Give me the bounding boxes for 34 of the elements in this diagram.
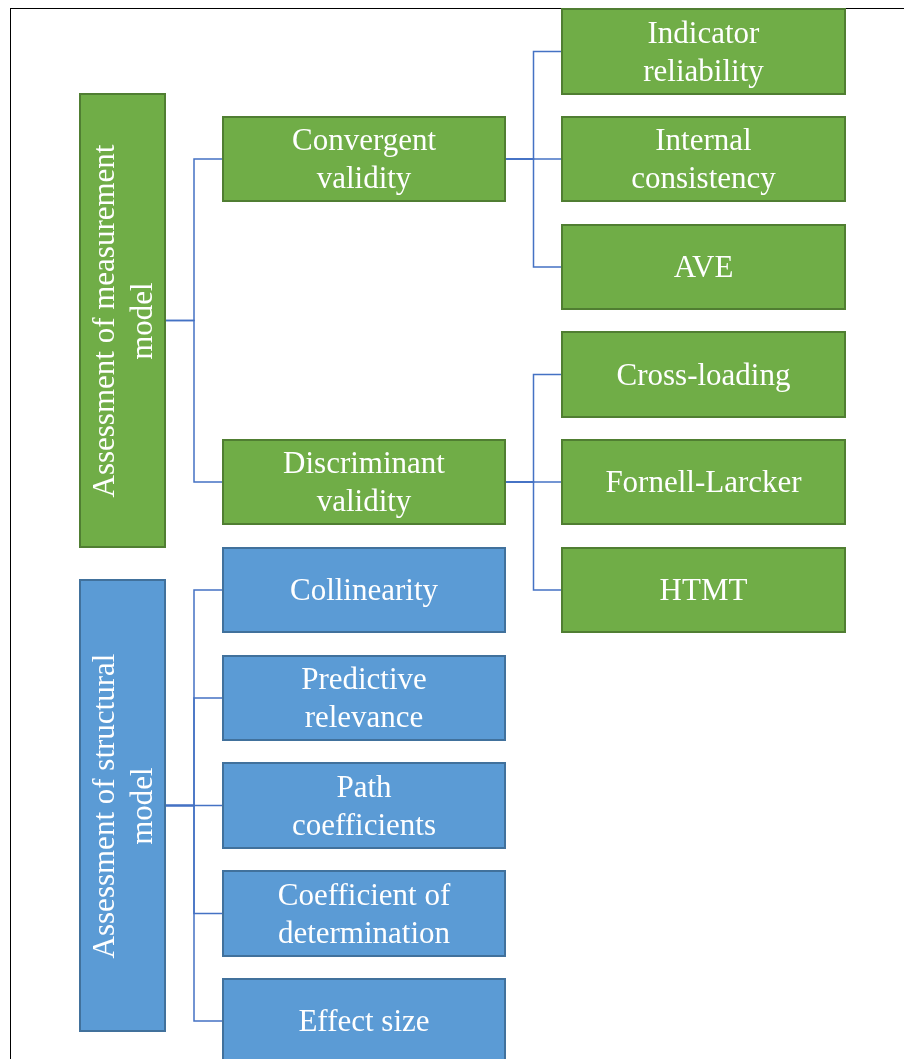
connector-line [505, 481, 562, 591]
criterion-box [561, 547, 846, 633]
criterion-label: Fornell-Larcker [604, 463, 803, 501]
connector-line [165, 319, 223, 483]
criterion-box [561, 331, 846, 418]
criterion-label: HTMT [658, 571, 749, 609]
criterion-box [222, 547, 506, 633]
connector-line [505, 158, 562, 268]
criterion-box [222, 762, 506, 849]
criterion-box [222, 870, 506, 957]
criterion-box [222, 439, 506, 525]
criterion-label: Internal consistency [630, 121, 777, 197]
criterion-label: Cross-loading [615, 355, 792, 394]
criterion-label: Coefficient of determination [276, 875, 452, 952]
criterion-label: Indicator reliability [642, 13, 765, 90]
criterion-box [222, 978, 506, 1059]
criterion-box [561, 439, 846, 525]
criterion-box [222, 116, 506, 202]
criterion-label: Collinearity [288, 571, 440, 609]
category-box [79, 579, 166, 1032]
criterion-box [561, 116, 846, 202]
criterion-label: Predictive relevance [300, 660, 428, 736]
criterion-label: AVE [672, 248, 735, 286]
criterion-label: Path coefficients [291, 767, 437, 844]
criterion-label: Effect size [297, 1002, 431, 1040]
criterion-label: Convergent validity [290, 121, 438, 197]
criterion-label: Discriminant validity [282, 444, 446, 520]
category-label: Assessment of measurement model [84, 143, 160, 500]
category-label: Assessment of structural model [84, 652, 160, 961]
category-box [79, 93, 166, 548]
criterion-box [561, 224, 846, 310]
connector-line [165, 804, 223, 1022]
criterion-box [222, 655, 506, 741]
criterion-box [561, 8, 846, 95]
